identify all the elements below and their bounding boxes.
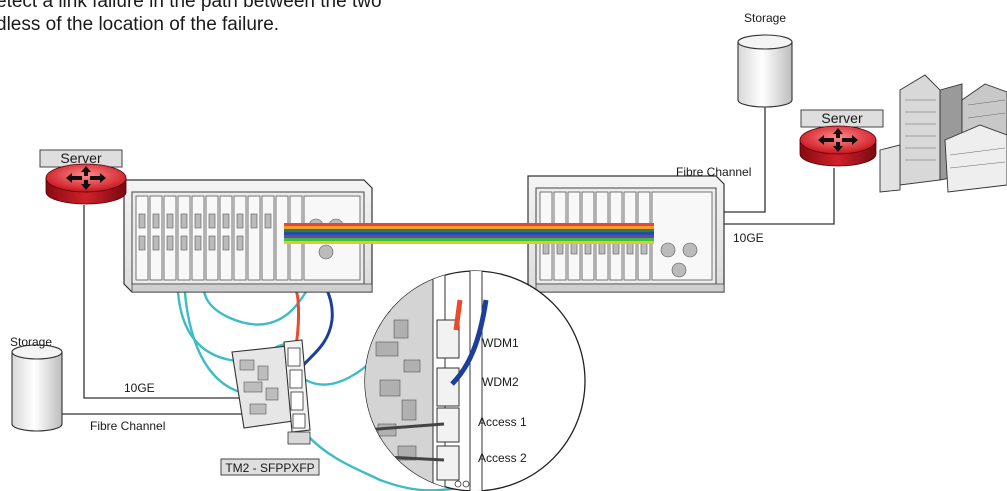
left-server bbox=[39, 149, 127, 205]
left-server-label: Server bbox=[60, 150, 102, 166]
city-skyline-icon bbox=[879, 74, 1007, 193]
port-label-access-1: Access 1 bbox=[478, 415, 527, 429]
right-10ge-label: 10GE bbox=[733, 231, 764, 245]
router-arrows-icon bbox=[818, 128, 858, 152]
right-server bbox=[799, 109, 884, 167]
intro-text: etect a link failure in the path between… bbox=[0, 0, 520, 44]
left-chassis bbox=[123, 179, 373, 293]
port-label-wdm2: WDM2 bbox=[482, 375, 519, 389]
intro-line-1: etect a link failure in the path between… bbox=[0, 0, 382, 12]
router-arrows-icon bbox=[66, 166, 106, 190]
module-label: TM2 - SFPPXFP bbox=[220, 458, 320, 476]
fibre-bundle bbox=[284, 223, 654, 244]
right-fc-label: Fibre Channel bbox=[676, 165, 751, 179]
port-label-wdm1: WDM1 bbox=[482, 336, 519, 350]
tm2-module bbox=[231, 339, 311, 445]
left-10ge-label: 10GE bbox=[124, 381, 155, 395]
left-storage bbox=[11, 344, 63, 432]
left-storage-label: Storage bbox=[10, 335, 52, 349]
left-fc-label: Fibre Channel bbox=[90, 419, 165, 433]
port-label-access-2: Access 2 bbox=[478, 451, 527, 465]
module-label-text: TM2 - SFPPXFP bbox=[225, 461, 314, 475]
left-10ge-link bbox=[83, 205, 282, 399]
right-storage bbox=[737, 34, 793, 108]
right-server-label: Server bbox=[821, 110, 863, 126]
zoom-detail bbox=[364, 270, 586, 491]
right-storage-label: Storage bbox=[744, 11, 786, 25]
intro-line-2: dless of the location of the failure. bbox=[0, 14, 280, 35]
